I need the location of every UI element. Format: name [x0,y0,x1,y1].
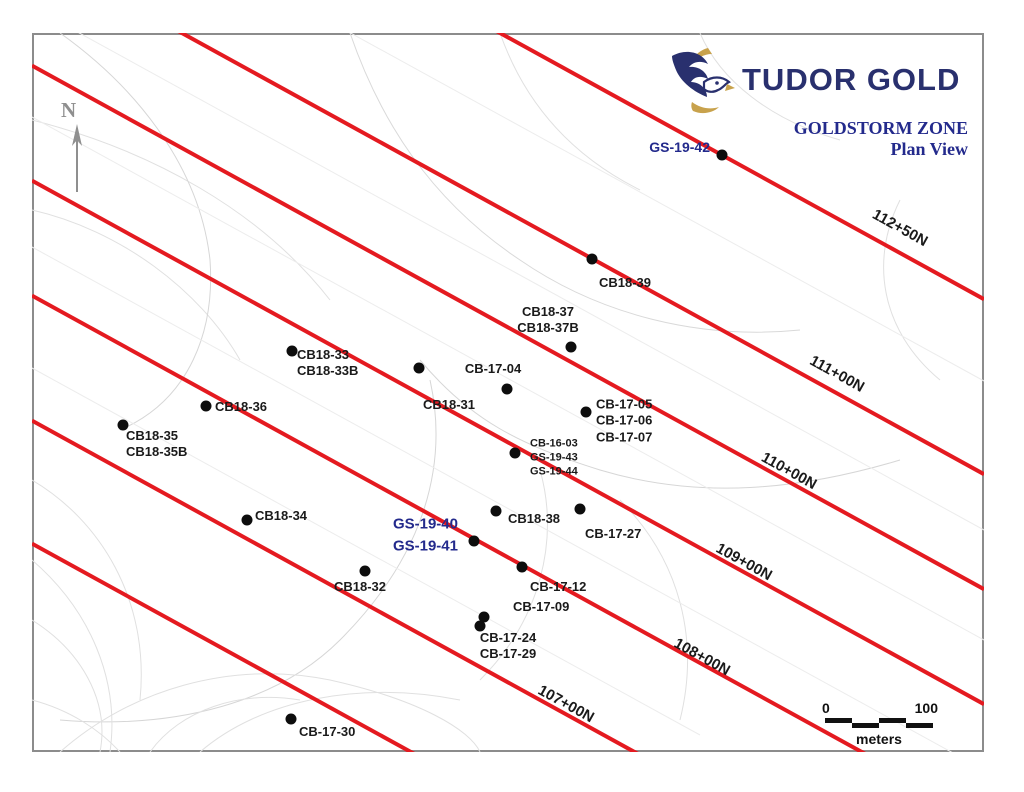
drill-hole-dot [474,620,486,632]
drill-hole-dot [580,406,592,418]
drill-hole-dot [359,565,371,577]
drill-hole-dot [117,419,129,431]
section-line [32,418,639,752]
section-line [32,293,866,752]
drill-hole-dot [490,505,502,517]
drill-hole-dot [574,503,586,515]
section-line [32,63,984,591]
tudor-gold-eagle-logo [672,48,735,114]
drill-hole-dot [586,253,598,265]
scale-end-label: 100 [914,700,938,716]
drill-hole-dot [286,345,298,357]
drill-hole-dot [285,713,297,725]
scale-unit-label: meters [856,731,902,747]
drill-hole-dot [716,149,728,161]
north-arrow-icon [72,124,82,192]
section-lines-group [32,33,984,752]
section-line [495,33,984,301]
section-line [32,541,416,752]
drill-hole-dot [516,561,528,573]
drill-hole-dot [413,362,425,374]
drill-hole-dots-group [117,149,728,725]
drill-hole-dot [509,447,521,459]
north-label: N [61,98,77,122]
map-canvas [32,33,984,752]
drill-hole-dot [200,400,212,412]
scale-start-label: 0 [822,700,830,716]
drill-hole-dot [241,514,253,526]
scale-bar: 0 100 meters [818,700,938,747]
drill-hole-dot [501,383,513,395]
section-line [32,178,984,706]
drill-hole-dot [468,535,480,547]
drill-hole-dot [565,341,577,353]
zone-title: GOLDSTORM ZONE [793,118,968,138]
section-line [177,33,984,476]
scale-bar-ticks [825,718,933,728]
drill-hole-dot [478,611,490,623]
north-arrow: N [55,98,101,198]
map-title-block: GOLDSTORM ZONE Plan View [794,118,968,159]
brand-name: TUDOR GOLD [742,62,961,97]
view-title: Plan View [890,138,968,159]
